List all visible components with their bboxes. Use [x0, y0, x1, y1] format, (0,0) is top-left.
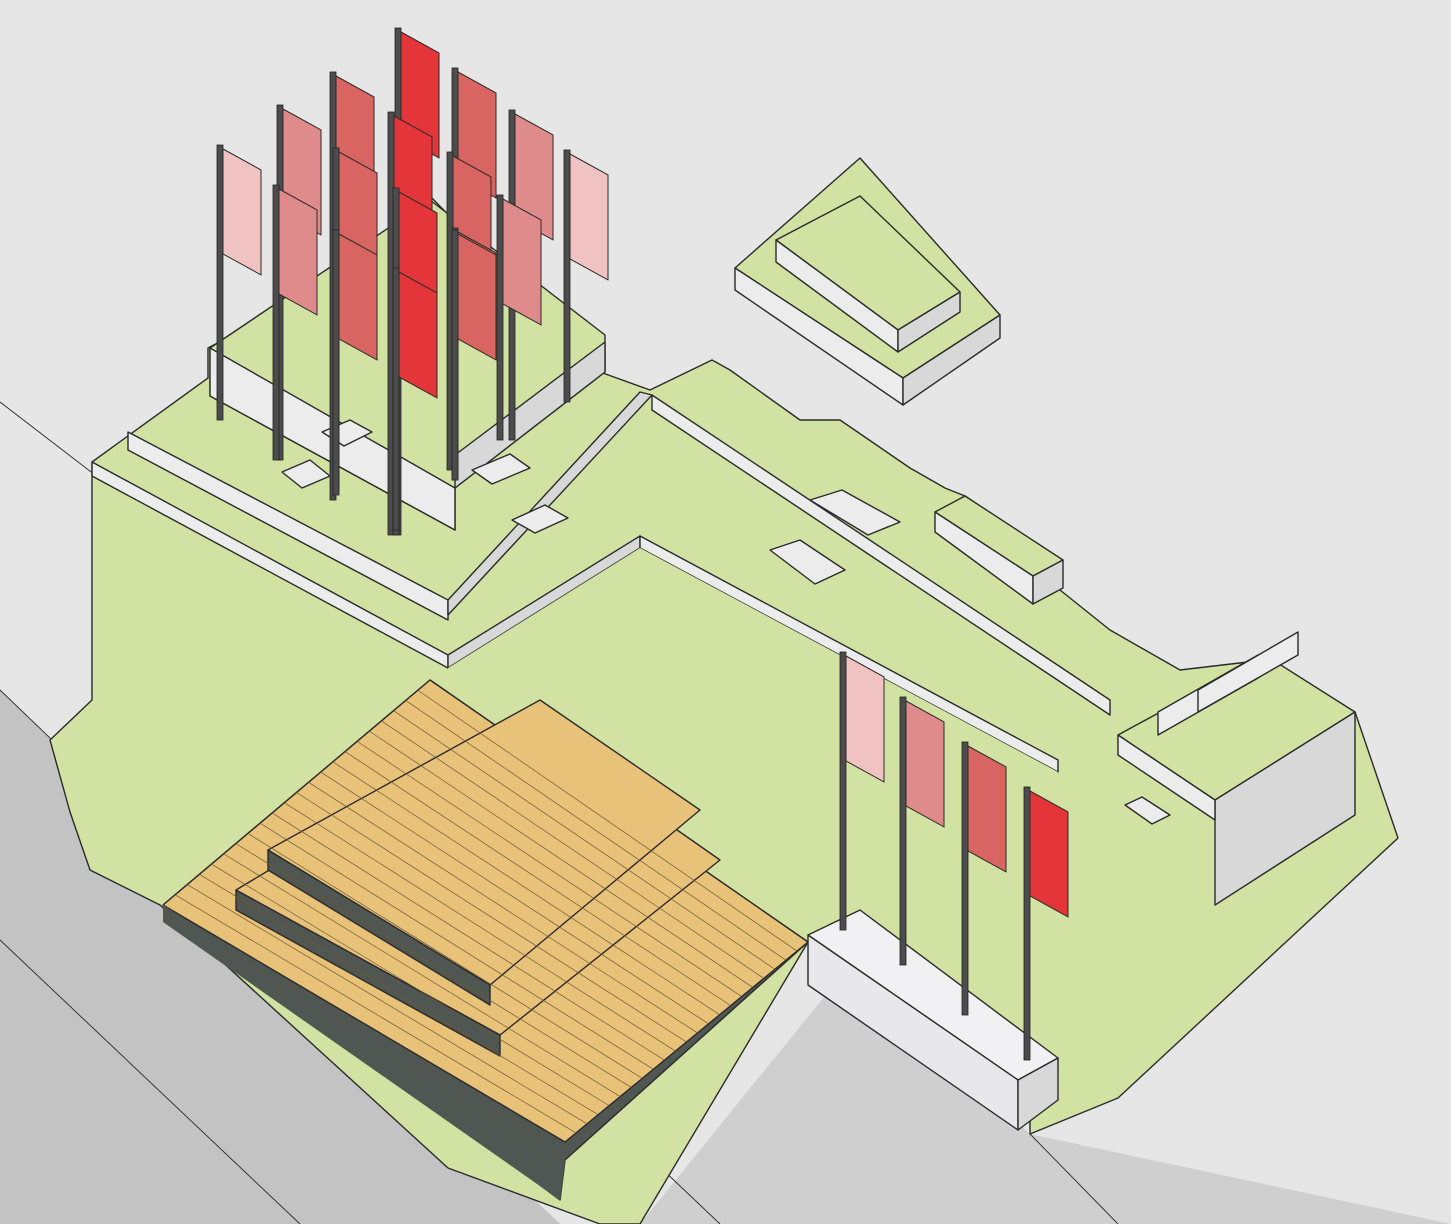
- flag-pole: [216, 144, 224, 421]
- deck-plank: [284, 802, 676, 1052]
- flag-row: [839, 651, 1069, 1061]
- deck-plank: [393, 710, 776, 970]
- flag-banner: [514, 113, 554, 241]
- deck-plank: [235, 843, 632, 1088]
- flag-pole: [392, 267, 400, 531]
- deck-plank: [369, 730, 753, 988]
- flag-12: [496, 194, 542, 441]
- deck-plank: [187, 884, 588, 1125]
- flag-pole: [272, 184, 280, 461]
- timber-stepped-deck: [162, 679, 809, 1201]
- deck-plank: [405, 700, 787, 961]
- deck-plank: [199, 874, 599, 1116]
- flag-banner: [278, 188, 318, 316]
- flag-8: [272, 184, 318, 461]
- flag-16: [392, 267, 438, 531]
- flag-pole: [332, 229, 340, 496]
- flag-banner: [845, 655, 885, 783]
- flag-cluster: [216, 27, 609, 536]
- deck-plank: [223, 853, 621, 1097]
- flag-banner: [338, 233, 378, 361]
- deck-plank: [332, 761, 720, 1016]
- row-flag-2: [899, 696, 945, 966]
- flag-1: [216, 144, 262, 421]
- row-flag-1: [839, 651, 885, 931]
- deck-plank: [417, 689, 798, 952]
- flag-banner: [569, 153, 609, 281]
- flag-7: [563, 149, 609, 403]
- deck-plank: [356, 741, 742, 997]
- flag-pole: [899, 696, 907, 966]
- deck-plank: [211, 863, 610, 1106]
- deck-plank: [272, 812, 665, 1061]
- flag-pole: [1023, 786, 1031, 1061]
- flag-banner: [457, 233, 497, 361]
- deck-plank: [247, 833, 643, 1079]
- deck-plank: [308, 781, 698, 1034]
- row-flag-4: [1023, 786, 1069, 1061]
- flag-pole: [839, 651, 847, 931]
- flag-17: [451, 229, 497, 481]
- flag-banner: [905, 700, 945, 828]
- deck-plank: [296, 792, 687, 1043]
- stepped-block: [734, 157, 1001, 406]
- flag-13: [332, 229, 378, 496]
- flag-banner: [967, 745, 1007, 873]
- flag-pole: [451, 229, 459, 481]
- flag-banner: [502, 198, 542, 326]
- flag-banner: [1029, 790, 1069, 918]
- flag-pole: [961, 741, 969, 1016]
- flag-banner: [398, 271, 438, 399]
- concrete-plinth: [807, 909, 1059, 1131]
- flag-pole: [563, 149, 571, 403]
- flag-banner: [222, 148, 262, 276]
- flag-pole: [496, 194, 504, 441]
- deck-plank: [174, 894, 577, 1134]
- deck-plank: [344, 751, 731, 1006]
- deck-plank: [259, 822, 654, 1070]
- tiered-stairs: [1117, 631, 1356, 906]
- deck-plank: [381, 720, 765, 979]
- row-flag-3: [961, 741, 1007, 1016]
- deck-plank: [320, 771, 709, 1025]
